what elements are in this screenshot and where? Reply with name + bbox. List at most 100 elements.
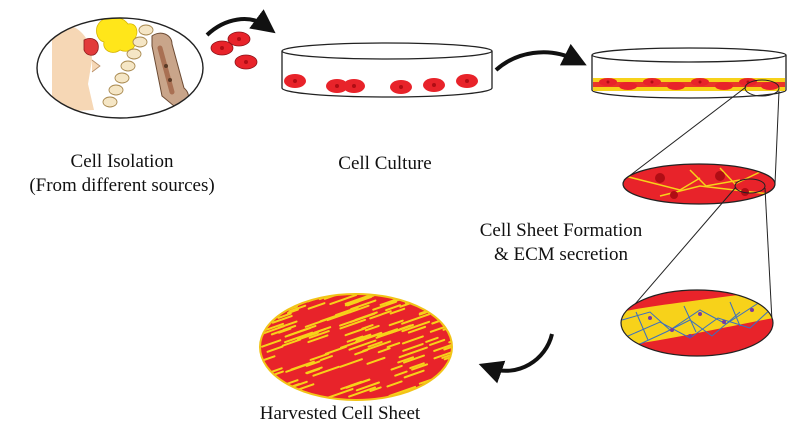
- ecm-fiber-stroke: [276, 294, 299, 300]
- ecm-fiber-stroke: [326, 388, 354, 399]
- organ-red-shape: [83, 38, 99, 56]
- curved-arrow-3: [478, 333, 554, 384]
- ecm-fiber-stroke: [409, 362, 425, 370]
- ecm-fiber-stroke: [308, 330, 330, 339]
- ecm-fiber-stroke: [261, 355, 276, 362]
- ecm-fiber-stroke: [355, 334, 378, 344]
- ecm-fiber-stroke: [319, 355, 333, 362]
- culture-cells: [284, 74, 478, 94]
- ecm-fiber-stroke: [369, 310, 392, 320]
- ecm-fiber-stroke: [307, 334, 329, 344]
- ecm-fiber-stroke: [286, 308, 299, 315]
- ecm-fiber-stroke: [402, 343, 424, 352]
- ecm-fiber-stroke: [349, 312, 376, 324]
- spine-shape: [102, 24, 154, 108]
- ecm-fiber-stroke: [339, 358, 363, 368]
- ecm-fiber-stroke: [389, 307, 406, 315]
- ecm-fiber-stroke: [313, 326, 332, 334]
- ecm-fiber-stroke: [265, 322, 285, 331]
- ecm-fiber-stroke: [355, 333, 372, 341]
- ecm-fiber-stroke: [329, 294, 358, 306]
- isolation-sources-icon: [36, 17, 204, 119]
- ecm-fiber-stroke: [401, 313, 431, 325]
- ecm-fiber-stroke: [339, 318, 367, 330]
- culture-petri-dish-icon: [281, 42, 493, 98]
- ecm-fiber-stroke: [319, 313, 342, 323]
- ecm-zoom-ellipse: [620, 289, 774, 357]
- formation-label: Cell Sheet Formation & ECM secretion: [448, 219, 674, 267]
- ecm-fiber-stroke: [288, 304, 307, 313]
- ecm-fiber-stroke: [281, 338, 302, 347]
- culture-label: Cell Culture: [338, 153, 432, 174]
- curved-arrow-1: [205, 9, 276, 37]
- ecm-fiber-stroke: [369, 386, 382, 393]
- ecm-fiber-stroke: [348, 380, 363, 388]
- ecm-fiber-stroke: [344, 294, 375, 305]
- ecm-fiber-stroke: [287, 324, 317, 337]
- ecm-fiber-stroke: [398, 324, 412, 331]
- ecm-fiber-stroke: [312, 365, 340, 377]
- cell-sheet-zoom-ellipse: [622, 163, 776, 205]
- bone-shape: [151, 32, 189, 108]
- ecm-fiber-stroke: [449, 352, 452, 364]
- ecm-fiber-stroke: [372, 300, 397, 311]
- ecm-fiber-stroke: [385, 304, 402, 312]
- ecm-fiber-stroke: [433, 343, 452, 352]
- ecm-fiber-stroke: [276, 297, 293, 305]
- ecm-fiber-stroke: [403, 369, 425, 379]
- ecm-fiber-stroke: [305, 360, 321, 367]
- ecm-fiber-stroke: [443, 352, 452, 361]
- ecm-fiber-stroke: [403, 354, 425, 364]
- ecm-fiber-stroke: [277, 320, 298, 329]
- ecm-fiber-stroke: [366, 356, 386, 365]
- ecm-fiber-stroke: [386, 380, 403, 388]
- isolation-label-line1: Cell Isolation: [70, 151, 174, 172]
- ecm-fiber-stroke: [276, 386, 293, 394]
- ecm-fiber-stroke: [440, 372, 452, 381]
- ecm-fiber-stroke: [348, 304, 370, 314]
- formation-label-line1: Cell Sheet Formation: [479, 220, 643, 241]
- harvest-label: Harvested Cell Sheet: [259, 403, 421, 424]
- ecm-fiber-stroke: [355, 381, 380, 392]
- ecm-fiber-stroke: [271, 315, 293, 324]
- ecm-fiber-stroke: [261, 339, 282, 348]
- ecm-fiber-stroke: [282, 324, 297, 332]
- ecm-fiber-stroke: [397, 356, 415, 364]
- zoom-circle-2: [734, 178, 766, 194]
- ecm-fiber-stroke: [394, 370, 408, 377]
- ecm-fiber-stroke: [388, 319, 404, 327]
- ecm-fiber-stroke: [444, 382, 452, 394]
- ecm-fiber-stroke: [401, 320, 431, 333]
- ecm-fiber-stroke: [386, 342, 401, 349]
- ecm-fiber-stroke: [303, 331, 316, 338]
- ecm-fiber-stroke: [353, 295, 373, 304]
- ecm-fiber-stroke: [401, 335, 424, 345]
- ecm-fiber-stroke: [292, 294, 320, 298]
- ecm-fiber-stroke: [428, 338, 446, 346]
- ecm-fiber-stroke: [348, 339, 377, 351]
- ecm-fiber-stroke: [433, 351, 452, 360]
- ecm-fiber-stroke: [307, 302, 326, 310]
- ecm-fiber-stroke: [285, 361, 313, 373]
- face-skin-shape: [52, 22, 94, 112]
- ecm-fiber-stroke: [398, 346, 428, 359]
- ecm-fiber-stroke: [388, 385, 417, 397]
- ecm-fiber-stroke: [362, 340, 392, 352]
- ecm-fiber-stroke: [390, 364, 403, 371]
- ecm-fiber-stroke: [450, 374, 452, 386]
- ecm-fiber-stroke: [425, 336, 439, 343]
- ecm-fiber-stroke: [348, 386, 377, 398]
- ecm-fiber-stroke: [432, 299, 452, 308]
- ecm-fiber-stroke: [326, 310, 352, 322]
- ecm-fiber-stroke: [443, 344, 452, 351]
- isolation-label-line2: (From different sources): [29, 175, 215, 196]
- ecm-fiber-stroke: [364, 324, 380, 332]
- ecm-fiber-stroke: [429, 325, 447, 333]
- harvested-sheet-icon: [259, 293, 453, 401]
- ecm-fiber-stroke: [309, 352, 330, 361]
- ecm-fiber-stroke: [449, 359, 452, 366]
- ecm-fiber-stroke: [411, 363, 429, 371]
- isolation-label: Cell Isolation (From different sources): [12, 150, 232, 198]
- ecm-fiber-stroke: [441, 352, 452, 359]
